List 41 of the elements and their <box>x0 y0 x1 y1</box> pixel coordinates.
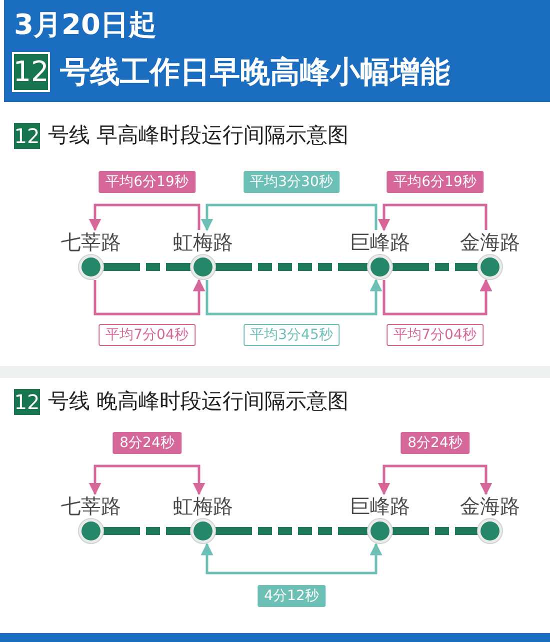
station-name: 七莘路 <box>61 230 121 254</box>
station <box>168 230 238 280</box>
main-title: 号线工作日早晚高峰小幅增能 <box>60 56 450 89</box>
station <box>345 230 415 280</box>
bracket-arrow <box>88 464 206 496</box>
bracket-arrow <box>378 204 488 232</box>
edge-label: 平均7分04秒 <box>386 324 484 346</box>
bracket-arrow <box>378 464 492 496</box>
bracket-arrow <box>200 542 382 574</box>
section-heading: 号线 晚高峰时段运行间隔示意图 <box>48 390 349 414</box>
station-name: 金海路 <box>460 230 520 254</box>
line-number-badge: 12 <box>12 52 50 92</box>
station-name: 七莘路 <box>61 494 121 518</box>
edge-label: 平均7分04秒 <box>98 324 196 346</box>
bracket-arrow <box>206 278 382 316</box>
date-heading: 3月20日起 <box>14 10 156 41</box>
line-number-badge: 12 <box>12 121 42 151</box>
station <box>168 494 238 544</box>
track-line <box>238 263 345 271</box>
edge-label: 平均3分30秒 <box>243 171 340 193</box>
track-line <box>126 263 168 271</box>
station-name: 虹梅路 <box>173 230 233 254</box>
edge-label: 8分24秒 <box>400 432 470 454</box>
edge-label: 4分12秒 <box>257 585 326 607</box>
section-heading: 号线 早高峰时段运行间隔示意图 <box>48 124 349 148</box>
station-name: 巨峰路 <box>350 230 410 254</box>
bracket-arrow <box>382 278 492 316</box>
station-name: 金海路 <box>460 494 520 518</box>
bracket-arrow <box>94 278 206 316</box>
station-name: 虹梅路 <box>173 494 233 518</box>
station-name: 巨峰路 <box>350 494 410 518</box>
line-number-badge: 12 <box>12 387 42 417</box>
station <box>345 494 415 544</box>
edge-label: 平均6分19秒 <box>386 171 484 193</box>
edge-label: 平均3分45秒 <box>243 324 340 346</box>
track-line <box>238 527 345 535</box>
bracket-arrow <box>200 204 378 232</box>
bracket-arrow <box>88 204 200 232</box>
track-line <box>126 527 168 535</box>
edge-label: 平均6分19秒 <box>98 171 196 193</box>
edge-label: 8分24秒 <box>112 432 182 454</box>
